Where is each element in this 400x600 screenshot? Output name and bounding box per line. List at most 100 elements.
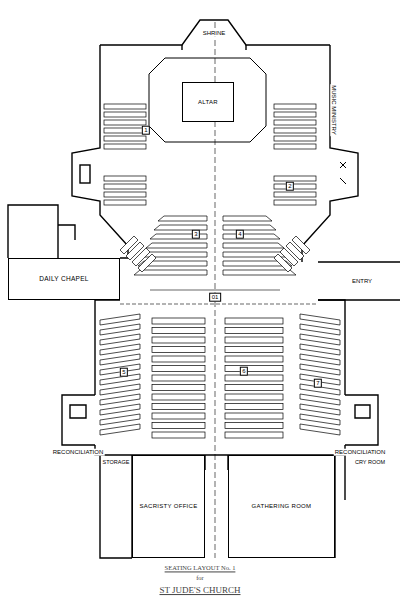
pew [100,334,140,345]
pew [223,216,272,221]
pew [274,192,316,197]
pew [274,254,292,272]
pew [274,200,316,205]
area-name: SHRINE [202,30,227,37]
pew [134,270,207,275]
pew [274,136,316,141]
pew [300,364,340,375]
pew [300,414,340,425]
pew [152,413,205,419]
callout-number: 2 [286,182,294,191]
area-name: RECONCILIATION [52,449,105,456]
altar-box: ALTAR [182,82,234,122]
entry-corridor [318,262,400,300]
caption-line: SEATING LAYOUT No. 1 [164,564,237,571]
pew [225,432,283,438]
callout-number: 4 [236,230,244,239]
meeting-room: GATHERING ROOM [228,455,335,558]
pew [100,384,140,395]
pew [100,424,140,435]
pew [225,404,283,410]
pew [104,200,146,205]
pew [100,404,140,415]
pew [104,184,146,189]
callout-number: 7 [314,379,322,388]
pew [223,243,284,248]
pew [100,394,140,405]
pew [152,404,205,410]
walls [8,20,400,558]
pews [100,104,340,438]
callout-number: 01 [209,293,221,302]
pew [274,176,316,181]
pew [300,394,340,405]
pew [223,234,280,239]
pew [152,385,205,391]
pew [104,176,146,181]
pew [104,120,146,125]
area-name: RECONCILIATION [334,449,387,456]
east-side-room [345,395,378,445]
annex-wall [8,205,75,258]
callout-number: 3 [192,230,200,239]
pew [146,243,207,248]
callout-number: 6 [240,367,248,376]
main-door [205,455,228,470]
pew [300,354,340,365]
pew [104,136,146,141]
caption-title: ST JUDE'S CHURCH [159,586,242,596]
pew [225,366,283,372]
area-name: MUSIC MINISTRY [331,84,338,136]
pew [104,112,146,117]
font-symbol [80,165,90,183]
pew [300,424,340,435]
pew [100,414,140,425]
pew [274,112,316,117]
pew [104,192,146,197]
pew [274,120,316,125]
pew [223,225,276,230]
area-name: CRY ROOM [354,459,386,465]
pew [152,423,205,429]
pew [100,354,140,365]
pew [152,347,205,353]
pew [152,328,205,334]
pew [274,128,316,133]
pew [152,356,205,362]
area-name: ENTRY [351,278,373,285]
pew [300,324,340,335]
pew [158,216,207,221]
rail [150,290,280,291]
pew [225,356,283,362]
pew [138,254,156,272]
pew [300,344,340,355]
callout-number: 1 [142,126,150,135]
west-lobby [100,455,132,558]
pew [225,328,283,334]
pew [225,394,283,400]
pew [152,337,205,343]
altar-platform [149,58,266,142]
room-name: SACRISTY OFFICE [139,503,197,510]
pew [225,318,283,324]
pew [274,144,316,149]
pew [274,104,316,109]
pew [225,347,283,353]
pew [300,404,340,415]
pew [152,318,205,324]
nave-wall [95,300,345,455]
pew [152,366,205,372]
pew [225,337,283,343]
caption-line: for [195,574,205,581]
pew [104,104,146,109]
area-name: STORAGE [102,459,131,465]
callout-number: 5 [120,368,128,377]
room-name: ALTAR [198,99,218,106]
pew [104,128,146,133]
pew [100,344,140,355]
pew [152,432,205,438]
cross-axis [120,304,318,305]
pew [225,385,283,391]
west-side-room [62,395,95,445]
